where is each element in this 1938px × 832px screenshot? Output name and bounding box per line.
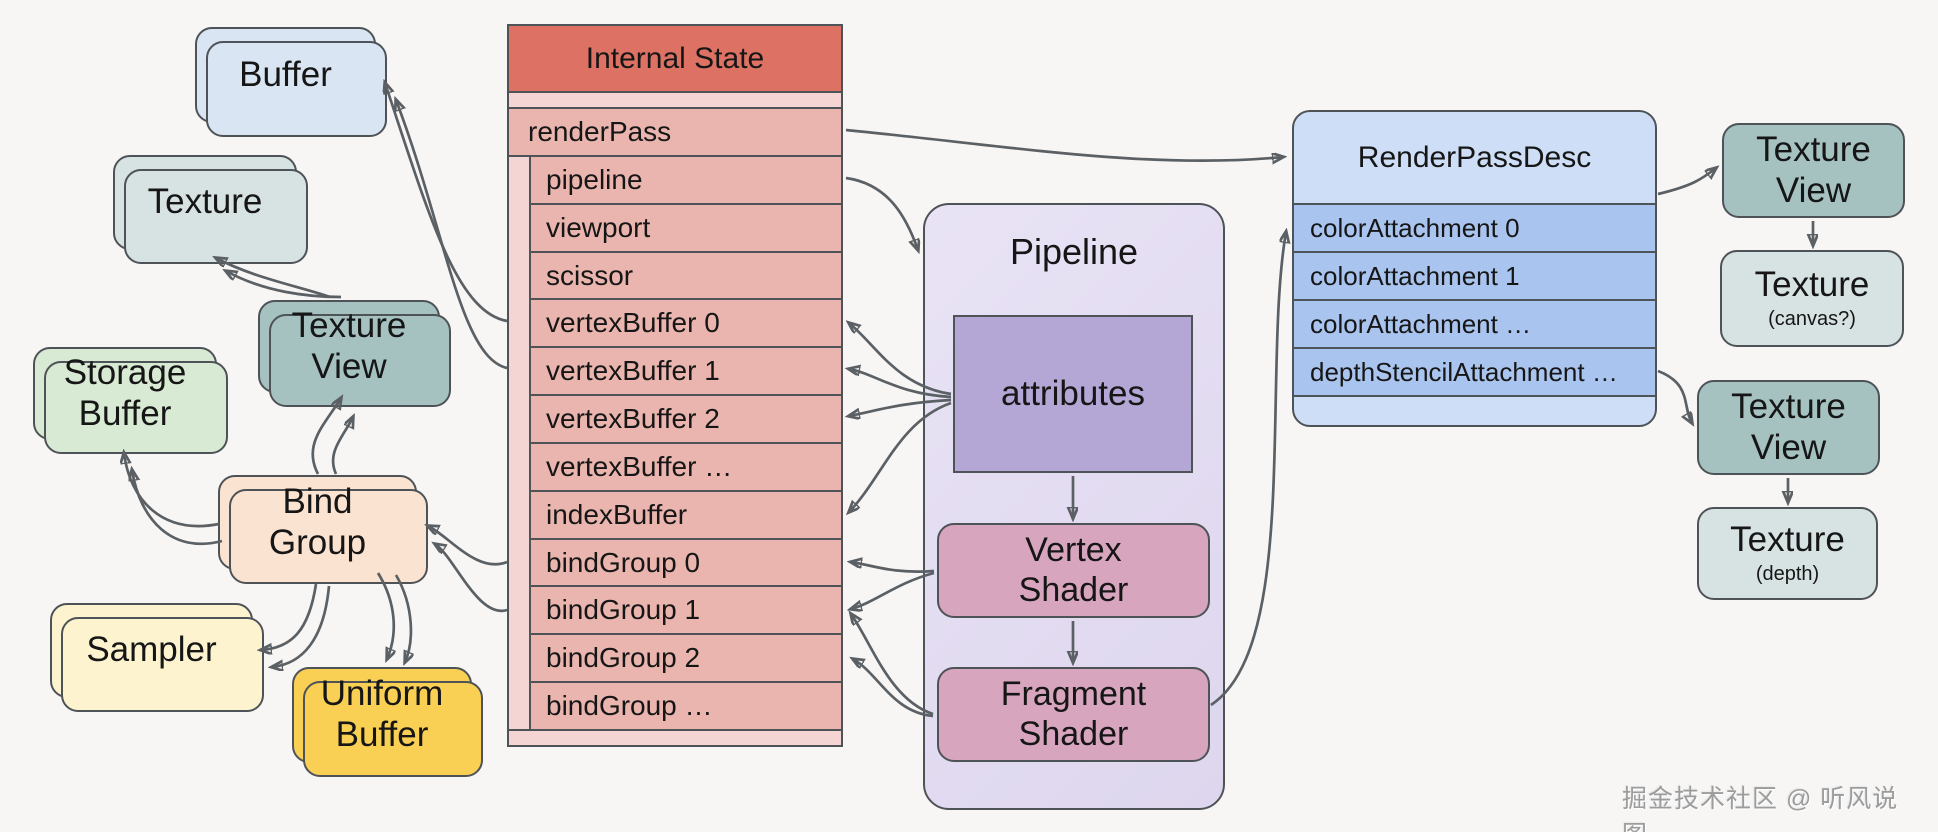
arrow-bindgroup-to-textureview-1 <box>311 398 341 475</box>
row-vertexbuffer-1: vertexBuffer 1 <box>531 346 841 395</box>
arrow-vertexshader-to-bindgroup1 <box>851 571 935 609</box>
arrow-bindgroup-to-uniformbuffer-1 <box>376 572 394 659</box>
pipeline-title: Pipeline <box>1009 231 1139 272</box>
row-bindgroup-1: bindGroup 1 <box>531 585 841 634</box>
arrow-vertexshader-to-bindgroup0 <box>851 562 935 573</box>
arrow-bindgroup-to-sampler-1 <box>261 583 318 650</box>
arrow-renderpass-to-renderpassdesc <box>845 128 1283 161</box>
fragment-shader-label: Fragment Shader <box>1000 675 1147 753</box>
texture-view-label: Texture View <box>291 305 407 386</box>
row-bindgroup-0: bindGroup 0 <box>531 537 841 586</box>
arrow-fragmentshader-to-bindgroup1 <box>851 614 934 716</box>
row-vertexbuffer-2: vertexBuffer 2 <box>531 394 841 442</box>
internal-state-gutter <box>509 157 531 729</box>
color-texture-view-box: Texture View <box>1722 123 1905 218</box>
uniform-buffer-label: Uniform Buffer <box>320 674 444 754</box>
canvas-texture-note: (canvas?) <box>1768 307 1856 330</box>
row-colorattachment-n: colorAttachment … <box>1294 299 1655 347</box>
fragment-shader-box: Fragment Shader <box>937 667 1210 762</box>
texture-label: Texture <box>147 182 263 222</box>
texture-view-box: Texture View <box>258 300 451 407</box>
arrow-bindgroup-to-uniformbuffer-2 <box>394 574 411 662</box>
bind-group-label: Bind Group <box>268 481 367 562</box>
bind-group-box: Bind Group <box>218 475 428 584</box>
row-depthstencilattachment: depthStencilAttachment … <box>1294 347 1655 395</box>
arrow-fragmentshader-to-bindgroup2 <box>853 659 934 718</box>
sampler-box: Sampler <box>50 603 264 712</box>
row-bindgroup-2: bindGroup 2 <box>531 633 841 682</box>
buffer-label: Buffer <box>239 54 332 94</box>
row-vertexbuffer-n: vertexBuffer … <box>531 441 841 490</box>
storage-buffer-label: Storage Buffer <box>63 352 187 433</box>
canvas-texture-box: Texture (canvas?) <box>1720 250 1904 347</box>
renderpassdesc-title: RenderPassDesc <box>1357 140 1592 174</box>
watermark-text: 掘金技术社区 @ 听风说图 <box>1622 785 1899 832</box>
row-viewport: viewport <box>531 202 841 251</box>
arrow-vertexbuffer0-to-buffer <box>385 83 508 323</box>
row-bindgroup-n: bindGroup … <box>531 681 841 729</box>
renderpassdesc-table: RenderPassDesc colorAttachment 0 colorAt… <box>1292 110 1657 427</box>
row-colorattachment-0: colorAttachment 0 <box>1294 203 1655 251</box>
color-texture-view-label: Texture View <box>1756 129 1871 210</box>
arrow-bindgroup-to-textureview-2 <box>331 417 353 475</box>
internal-state-spacer-top <box>509 91 841 107</box>
vertex-shader-label: Vertex Shader <box>1018 531 1129 609</box>
buffer-box: Buffer <box>195 27 387 137</box>
attributes-box: attributes <box>953 315 1193 473</box>
row-colorattachment-1: colorAttachment 1 <box>1294 251 1655 299</box>
internal-state-table: Internal State renderPass pipeline viewp… <box>507 24 843 747</box>
arrow-textureview-to-texture-2 <box>226 271 342 299</box>
row-pipeline: pipeline <box>531 157 841 203</box>
internal-state-body: pipeline viewport scissor vertexBuffer 0… <box>509 155 841 729</box>
internal-state-title: Internal State <box>509 26 841 91</box>
arrow-pipeline-row-to-pipeline <box>845 176 918 250</box>
renderpassdesc-footer <box>1294 395 1655 425</box>
arrow-bindgroup0-to-bindgroup <box>428 526 508 566</box>
uniform-buffer-box: Uniform Buffer <box>292 667 483 777</box>
arrow-bindgroup-to-storagebuffer-2 <box>132 470 223 546</box>
internal-state-spacer-bottom <box>509 729 841 745</box>
canvas-texture-label: Texture <box>1754 265 1870 305</box>
arrow-depthstencil-to-textureview <box>1657 369 1692 423</box>
attributes-label: attributes <box>1001 373 1145 413</box>
arrow-bindgroup-to-storagebuffer-1 <box>124 453 220 528</box>
depth-texture-view-label: Texture View <box>1731 386 1846 467</box>
texture-box: Texture <box>113 155 308 264</box>
sampler-label: Sampler <box>86 630 217 670</box>
row-renderpass: renderPass <box>509 107 841 155</box>
arrow-bindgroup-to-sampler-2 <box>272 585 331 667</box>
row-indexbuffer: indexBuffer <box>531 489 841 538</box>
depth-texture-box: Texture (depth) <box>1697 507 1878 600</box>
row-vertexbuffer-0: vertexBuffer 0 <box>531 298 841 347</box>
storage-buffer-box: Storage Buffer <box>33 347 228 454</box>
vertex-shader-box: Vertex Shader <box>937 523 1210 618</box>
depth-texture-label: Texture <box>1730 520 1845 560</box>
arrow-colorattachment-to-textureview <box>1657 168 1716 196</box>
row-scissor: scissor <box>531 250 841 299</box>
depth-texture-view-box: Texture View <box>1697 380 1880 475</box>
depth-texture-note: (depth) <box>1755 562 1820 585</box>
arrow-bindgroup1-to-bindgroup <box>435 544 508 613</box>
